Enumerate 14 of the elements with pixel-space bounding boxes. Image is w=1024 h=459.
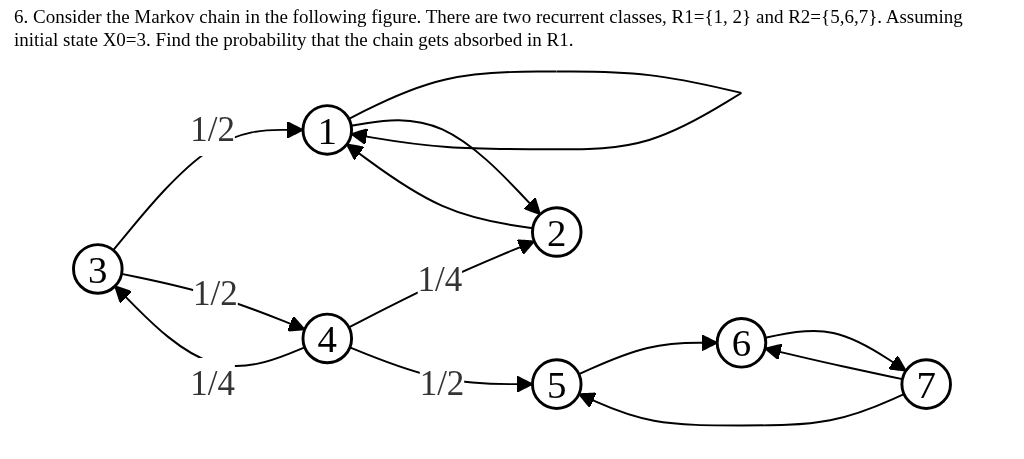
node-circle: 1 [301, 103, 354, 156]
edge-label: 1/2 [190, 109, 235, 148]
question-text: 6. Consider the Markov chain in the following figure. There are two recurrent classes, R1={1, 2} and R2={5,6,7}. Assuming initial state X0=3. Find the probability that the chain gets absorbed in R1. [13, 5, 964, 52]
node-circle: 5 [531, 357, 583, 410]
node-circle: 3 [72, 242, 124, 295]
arrow [578, 392, 905, 426]
node-circle: 2 [531, 205, 583, 258]
edge-label: 1/2 [419, 363, 465, 403]
edge-label: 1/2 [193, 273, 238, 312]
edge-label: 1/4 [417, 259, 463, 299]
node-circle: 4 [301, 312, 354, 364]
edge-label: 1/4 [190, 363, 235, 403]
node-circle: 6 [715, 316, 768, 369]
node-circle: 7 [900, 357, 952, 410]
